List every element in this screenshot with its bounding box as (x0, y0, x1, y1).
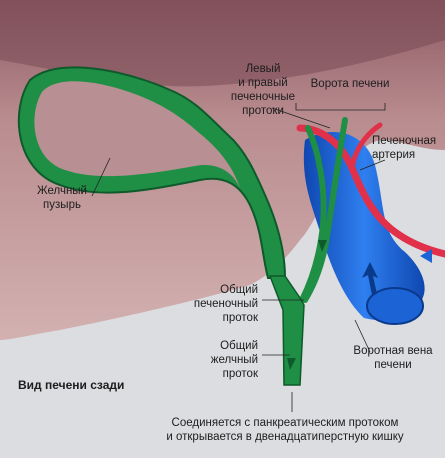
arrow-icon (287, 358, 296, 370)
leader-hepatic-artery (359, 159, 386, 171)
leader-portal-vein (354, 319, 371, 353)
label-hepatic-ducts: Левый и правый печеночные протоки (230, 63, 296, 117)
label-outlet: Соединяется с панкреатическим протоком и… (166, 417, 404, 443)
label-hepatic-artery: Печеночная артерия (372, 135, 437, 161)
gallbladder-lumen (34, 81, 240, 188)
liver-upper-fold (0, 0, 445, 87)
arrow-icon (420, 249, 432, 263)
hepatic-artery (296, 124, 445, 258)
portal-vein-opening (366, 287, 424, 325)
left-hepatic-duct (299, 125, 327, 303)
leader-hepatic-ducts (271, 107, 331, 129)
label-gallbladder: Желчный пузырь (37, 185, 87, 211)
label-common-bile-duct: Общий желчный проток (210, 340, 258, 380)
label-portal-vein: Воротная вена печени (353, 345, 433, 371)
right-hepatic-duct (302, 117, 348, 303)
arrow-icon (362, 262, 378, 295)
label-common-hepatic-duct: Общий печеночный проток (193, 284, 258, 324)
bracket-porta-hepatis (295, 103, 386, 111)
common-bile-duct (268, 275, 305, 386)
view-caption: Вид печени сзади (18, 378, 125, 392)
arrow-icon (318, 240, 327, 252)
leader-gallbladder (91, 157, 111, 197)
hepatic-artery-branch (349, 122, 383, 171)
label-porta-hepatis: Ворота печени (310, 78, 390, 90)
